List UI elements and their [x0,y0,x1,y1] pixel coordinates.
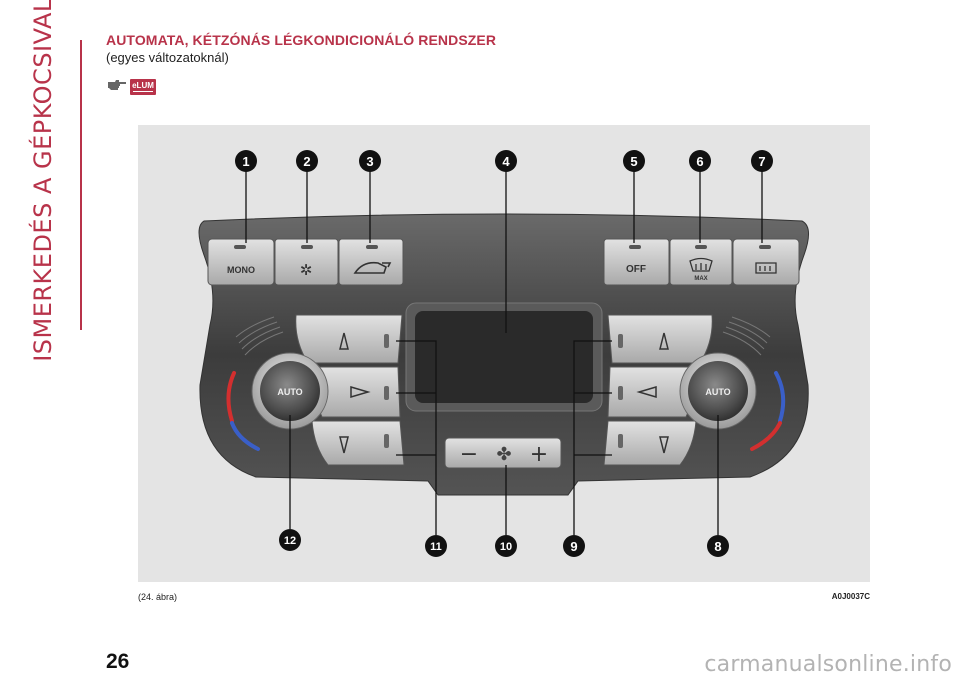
svg-text:9: 9 [570,539,577,554]
led-1 [234,245,246,249]
right-vent-grille [722,316,771,356]
callout-6: 6 [689,150,711,172]
left-auto-knob[interactable] [260,361,320,421]
callout-9: 9 [563,535,585,557]
right-temp-scale-hot [750,421,782,451]
callout-12: 12 [279,529,301,551]
right-auto-label: AUTO [705,387,730,397]
watermark: carmanualsonline.info [704,652,952,677]
led-5 [629,245,641,249]
left-down-button[interactable] [311,420,405,466]
side-rule [80,40,82,330]
off-button[interactable] [603,238,670,286]
page-number: 26 [106,650,130,673]
led-2 [301,245,313,249]
left-up-button[interactable] [295,314,403,364]
callout-8: 8 [707,535,729,557]
left-auto-label: AUTO [277,387,302,397]
callout-1: 1 [235,150,257,172]
left-temp-scale-cold [230,421,260,451]
fan-speed-rocker[interactable] [444,437,562,469]
callout-10: 10 [495,535,517,557]
fan-plus-label: + [530,442,548,467]
svg-text:8: 8 [714,539,721,554]
callout-7: 7 [751,150,773,172]
right-down-button[interactable] [603,420,697,466]
figure-caption: (24. ábra) [138,592,178,602]
fan-icon: ✤ [496,444,511,465]
led-6 [695,245,707,249]
leader-lines [245,171,763,535]
svg-text:7: 7 [758,154,765,169]
section-subheading: (egyes változatoknál) [106,50,229,65]
svg-text:4: 4 [502,154,510,169]
callout-5: 5 [623,150,645,172]
svg-text:3: 3 [366,154,373,169]
side-section-title: ISMERKEDÉS A GÉPKOCSIVAL [18,0,68,362]
led-3 [366,245,378,249]
led-7 [759,245,771,249]
elum-badge: eLUM [130,79,156,95]
callout-3: 3 [359,150,381,172]
left-temp-buttons [295,314,405,466]
svg-text:10: 10 [500,541,512,553]
svg-text:2: 2 [303,154,310,169]
svg-text:11: 11 [430,541,442,553]
rear-window-icon [755,262,777,274]
right-up-button[interactable] [607,314,713,364]
left-vent-grille [235,316,284,356]
left-temp-scale [226,371,236,423]
side-title-text: ISMERKEDÉS A GÉPKOCSIVAL [29,0,58,362]
recirculation-icon: ✲ [300,261,313,279]
callout-4: 4 [495,150,517,172]
climate-control-figure: MONO ✲ OFF MAX [138,125,870,582]
svg-text:5: 5 [630,154,637,169]
pointing-hand-icon [108,80,126,90]
display-screen [415,311,593,403]
car-air-icon [353,261,392,274]
section-heading: AUTOMATA, KÉTZÓNÁS LÉGKONDICIONÁLÓ RENDS… [106,32,497,48]
windshield-defrost-icon [689,257,713,272]
right-temp-scale [774,371,786,423]
figure-code: A0J0037C [831,592,870,601]
callout-11: 11 [425,535,447,557]
max-label: MAX [694,276,707,282]
climate-panel-illustration: MONO ✲ OFF MAX [198,150,809,557]
rear-defrost-button[interactable] [732,238,800,286]
fan-minus-label: − [460,442,478,467]
mono-button[interactable] [207,238,275,286]
callout-2: 2 [296,150,318,172]
off-label: OFF [626,264,646,275]
svg-text:6: 6 [696,154,703,169]
mono-label: MONO [227,265,255,275]
max-defrost-button[interactable] [669,238,733,286]
svg-text:12: 12 [284,535,296,547]
svg-text:1: 1 [242,154,249,169]
right-auto-knob[interactable] [688,361,748,421]
